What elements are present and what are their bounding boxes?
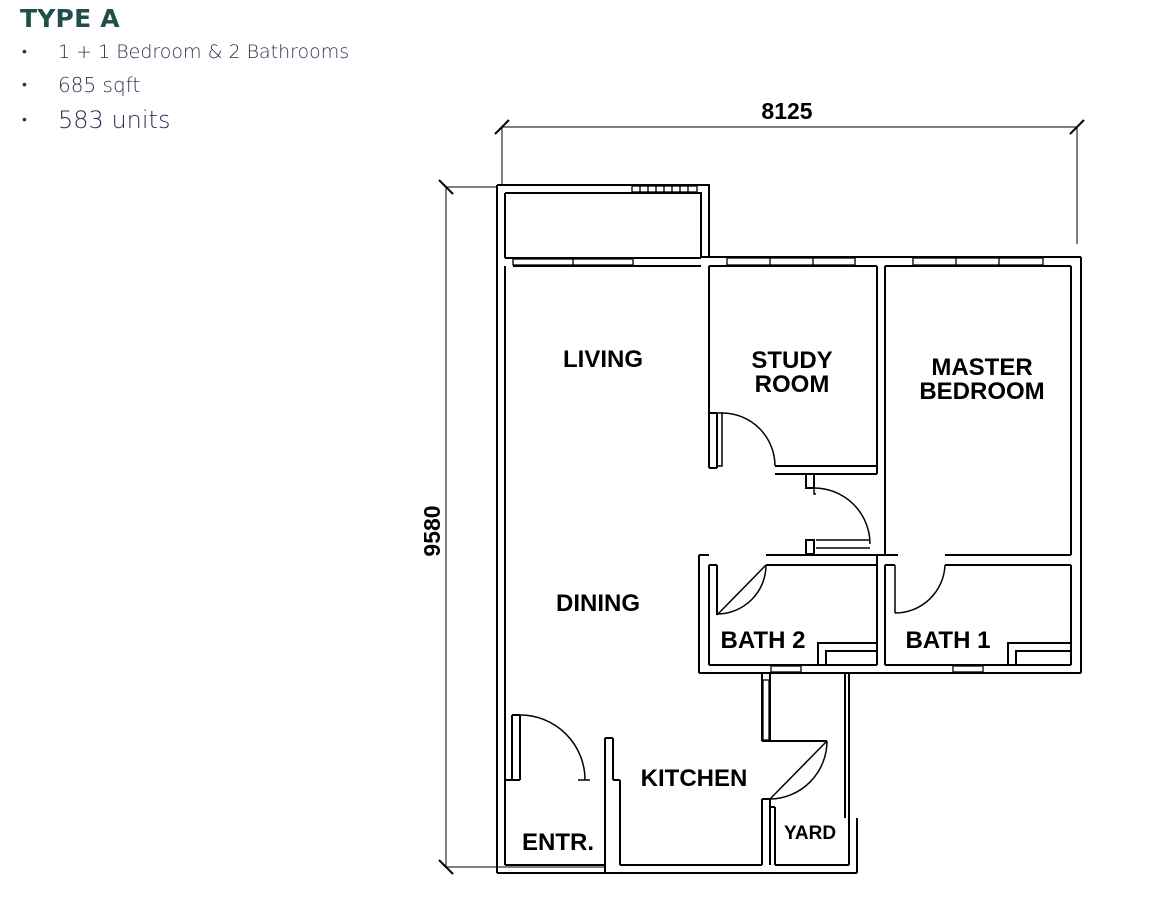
room-study-label-line2: ROOM — [755, 371, 830, 398]
unit-info: TYPE A 1 + 1 Bedroom & 2 Bathrooms 685 s… — [20, 4, 349, 137]
walls — [496, 184, 1082, 874]
spec-area: 685 sqft — [20, 67, 349, 103]
spec-list: 1 + 1 Bedroom & 2 Bathrooms 685 sqft 583… — [20, 37, 349, 137]
dimension-width — [494, 119, 1085, 244]
dimension-height — [438, 179, 605, 875]
room-dining-label: DINING — [556, 590, 640, 617]
room-living-label: LIVING — [563, 346, 643, 373]
doors — [519, 412, 946, 800]
height-dimension-label: 9580 — [419, 505, 445, 556]
room-study-label-line1: STUDY — [751, 347, 832, 374]
room-bath2-label: BATH 2 — [721, 627, 806, 654]
room-yard-label: YARD — [784, 823, 836, 844]
width-dimension-label: 8125 — [761, 98, 812, 124]
room-master-label-line1: MASTER — [931, 354, 1032, 381]
windows — [512, 185, 1044, 741]
room-entrance-label: ENTR. — [522, 829, 594, 856]
room-master-label-line2: BEDROOM — [919, 378, 1044, 405]
spec-bedrooms: 1 + 1 Bedroom & 2 Bathrooms — [20, 37, 349, 67]
room-kitchen-label: KITCHEN — [641, 765, 748, 792]
room-bath1-label: BATH 1 — [906, 627, 991, 654]
unit-type-title: TYPE A — [20, 4, 120, 33]
spec-units: 583 units — [20, 103, 349, 137]
